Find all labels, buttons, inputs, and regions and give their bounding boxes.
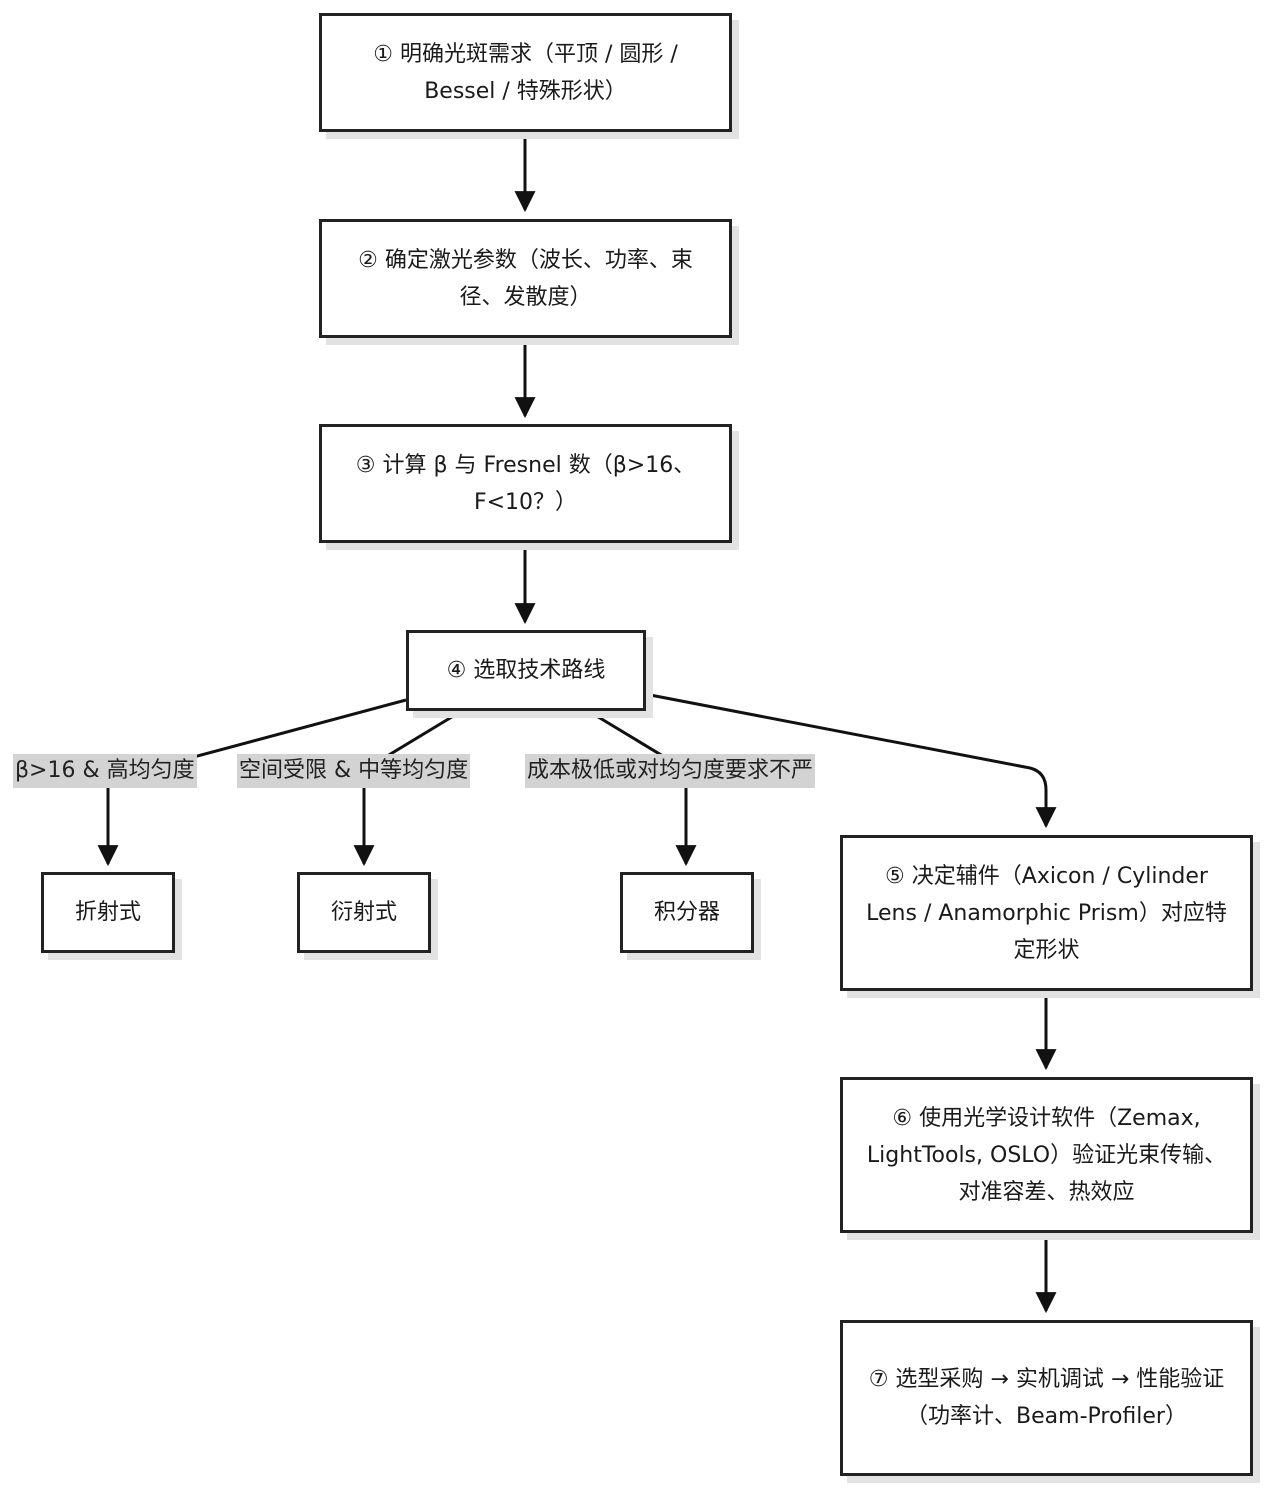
step-2-laser-parameters: ② 确定激光参数（波长、功率、束径、发散度） [319, 219, 732, 338]
edge-label-diffractive: 空间受限 & 中等均匀度 [237, 754, 471, 788]
step-1-define-spot-requirement: ① 明确光斑需求（平顶 / 圆形 / Bessel / 特殊形状） [319, 13, 732, 132]
step-3-label: ③ 计算 β 与 Fresnel 数（β>16、F<10？） [355, 452, 696, 515]
edge-label-refractive: β>16 & 高均匀度 [13, 754, 197, 788]
step-5-label: ⑤ 决定辅件（Axicon / Cylinder Lens / Anamorph… [866, 863, 1227, 963]
route-integrator-label: 积分器 [653, 900, 720, 925]
step-7-procurement-validation: ⑦ 选型采购 → 实机调试 → 性能验证（功率计、Beam-Profiler） [840, 1320, 1253, 1476]
route-integrator: 积分器 [620, 872, 754, 953]
route-refractive: 折射式 [41, 872, 175, 953]
edge-label-integrator: 成本极低或对均匀度要求不严 [525, 754, 816, 788]
step-1-label: ① 明确光斑需求（平顶 / 圆形 / Bessel / 特殊形状） [373, 41, 678, 104]
step-7-label: ⑦ 选型采购 → 实机调试 → 性能验证（功率计、Beam-Profiler） [868, 1367, 1225, 1429]
route-diffractive-label: 衍射式 [330, 900, 397, 925]
route-diffractive: 衍射式 [297, 872, 431, 953]
edge-4-aux [644, 692, 1057, 829]
route-refractive-label: 折射式 [74, 900, 141, 925]
step-4-choose-route: ④ 选取技术路线 [406, 630, 646, 711]
step-6-label: ⑥ 使用光学设计软件（Zemax, LightTools, OSLO）验证光束传… [866, 1105, 1227, 1205]
step-6-optical-design-software: ⑥ 使用光学设计软件（Zemax, LightTools, OSLO）验证光束传… [840, 1077, 1253, 1233]
edge-4-diffractive [353, 710, 461, 867]
step-5-auxiliary-components: ⑤ 决定辅件（Axicon / Cylinder Lens / Anamorph… [840, 835, 1253, 991]
step-4-label: ④ 选取技术路线 [446, 658, 606, 683]
step-2-label: ② 确定激光参数（波长、功率、束径、发散度） [358, 247, 693, 310]
edge-4-integrator [589, 710, 697, 867]
step-3-compute-beta-fresnel: ③ 计算 β 与 Fresnel 数（β>16、F<10？） [319, 424, 732, 543]
